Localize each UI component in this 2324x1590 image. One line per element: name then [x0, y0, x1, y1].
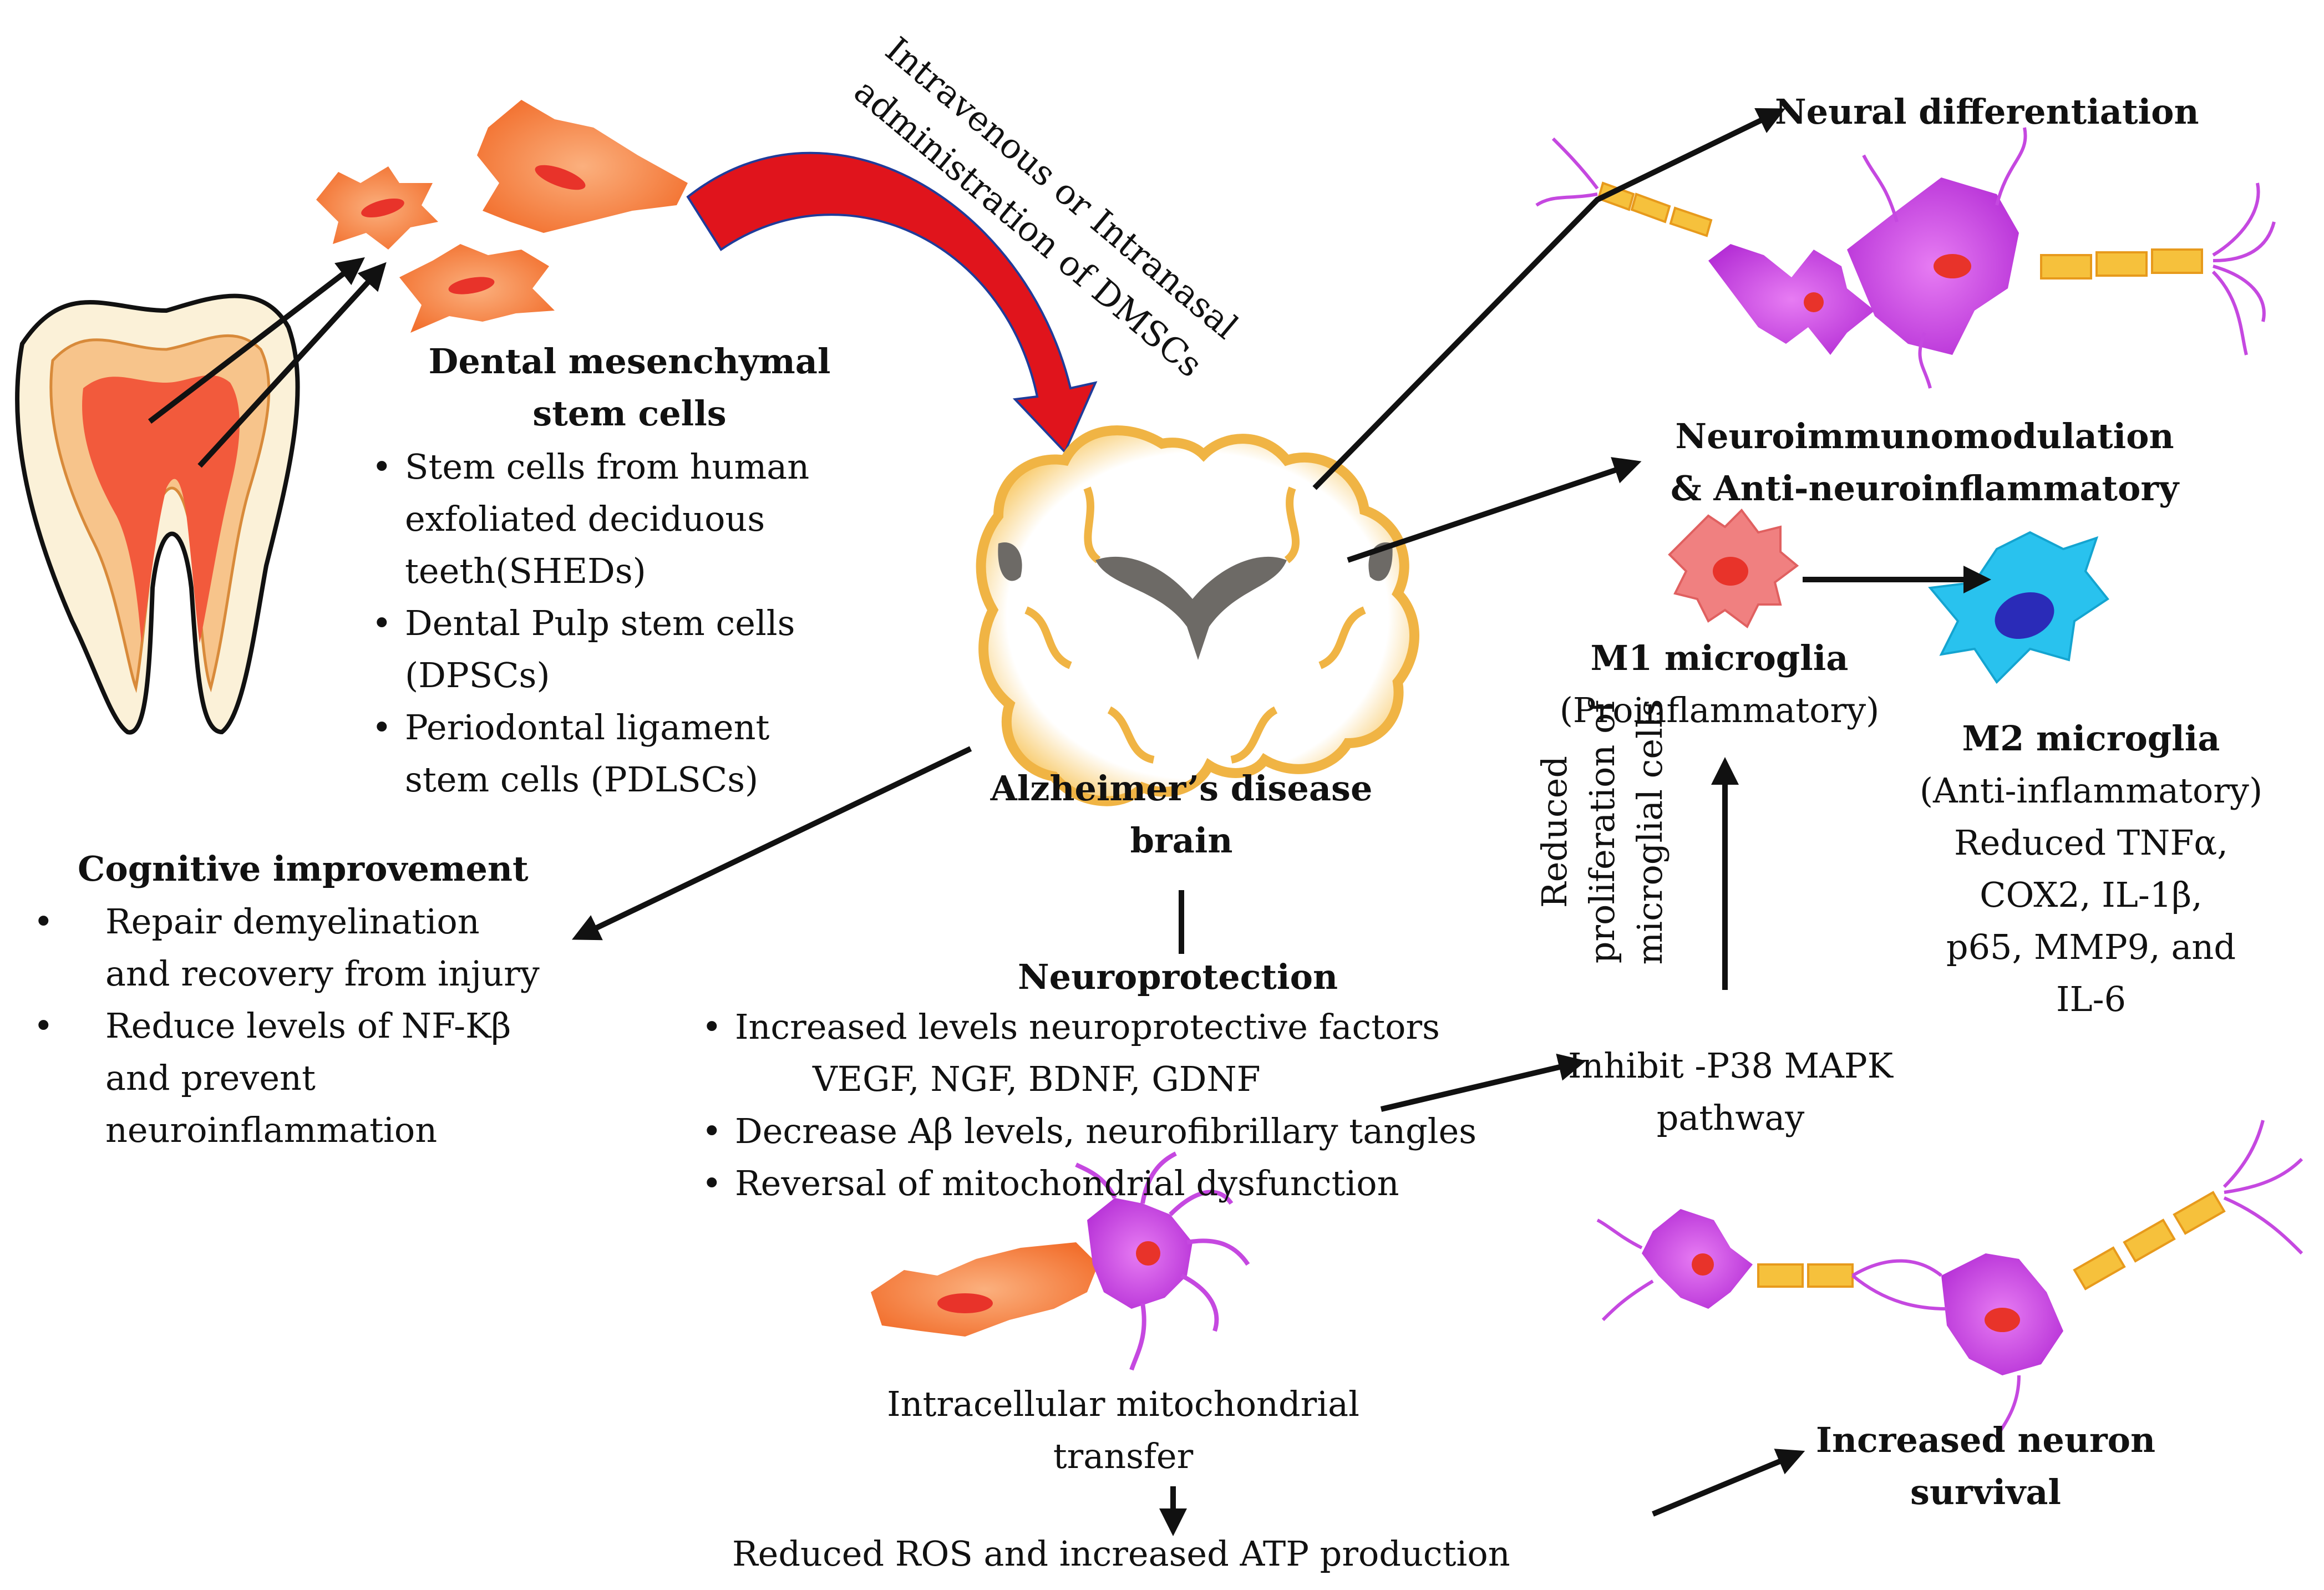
survival-line-2: survival: [1910, 1472, 2061, 1512]
reduced-prolif-line-1: Reduced: [1534, 755, 1575, 908]
tooth-illustration: [15, 293, 300, 735]
m1-microglia-illustration: [1668, 508, 1799, 629]
neuroprotection-item-factors-line-2: VEGF, NGF, BDNF, GDNF: [813, 1059, 1261, 1099]
cognitive-item-demyelination-line-1: Repair demyelination: [105, 901, 480, 942]
dmsc-item-pdlscs: Periodontal ligament stem cells (PDLSCs): [366, 702, 893, 806]
cognitive-item-demyelination-line-2: and recovery from injury: [105, 953, 540, 994]
cognitive-item-nfkb-line-1: Reduce levels of NF-Kβ: [105, 1005, 511, 1046]
dmsc-item-sheds-line-1: Stem cells from human: [405, 446, 810, 487]
dmsc-item-pdlscs-line-1: Periodontal ligament: [405, 707, 770, 748]
mito-transfer-label: Intracellular mitochondrial transfer: [832, 1378, 1414, 1482]
p38-line-1: Inhibit -P38 MAPK: [1568, 1045, 1893, 1086]
m1-label: M1 microglia (Proinflammatory): [1520, 632, 1919, 736]
dmsc-title: Dental mesenchymal stem cells: [383, 336, 876, 440]
mito-transfer-line-1: Intracellular mitochondrial: [887, 1384, 1359, 1424]
neuroprotection-title: Neuroprotection: [1018, 957, 1338, 997]
reduced-prolif-line-2: proliferation of: [1582, 700, 1622, 964]
arrow-brain-to-cognitive: [571, 746, 972, 941]
brain-label-line-2: brain: [1130, 820, 1233, 861]
dmsc-cells-illustration: [316, 100, 688, 333]
m1-subtitle: (Proinflammatory): [1559, 690, 1880, 730]
cognitive-list: Repair demyelination and recovery from i…: [28, 896, 638, 1156]
arrow-brain-to-neural-diff: [1312, 108, 1785, 490]
arrow-ros-to-survival: [1652, 1449, 1805, 1517]
brain-illustration: [976, 425, 1419, 806]
neuroimmuno-line-1: Neuroimmunomodulation: [1675, 416, 2174, 456]
ros-label: Reduced ROS and increased ATP production: [732, 1533, 1510, 1574]
m2-detail-2: COX2, IL-1β,: [1980, 875, 2203, 915]
m2-detail-3: p65, MMP9, and: [1946, 927, 2236, 967]
mito-transfer-line-2: transfer: [1053, 1436, 1194, 1476]
m2-detail-1: Reduced TNFα,: [1953, 822, 2228, 863]
mito-transfer-illustration: [871, 1151, 1250, 1371]
dmsc-item-dpscs-line-1: Dental Pulp stem cells: [405, 603, 795, 643]
arrow-tooth-to-cell-a: [148, 257, 365, 424]
dmsc-title-line-2: stem cells: [532, 393, 727, 434]
arrow-tooth-to-cell-b: [197, 262, 387, 468]
cognitive-item-nfkb-line-3: neuroinflammation: [105, 1110, 438, 1150]
dmsc-item-pdlscs-line-2: stem cells (PDLSCs): [405, 759, 759, 800]
m2-label: M2 microglia (Anti-inflammatory) Reduced…: [1875, 713, 2307, 1025]
m1-title: M1 microglia: [1590, 638, 1849, 678]
neuroprotection-item-mito: Reversal of mitochondrial dysfunction: [696, 1157, 1584, 1210]
cognitive-title: Cognitive improvement: [78, 849, 529, 889]
m2-microglia-illustration: [1928, 531, 2109, 684]
reduced-prolif-line-3: microglial cells: [1630, 699, 1670, 965]
m2-subtitle: (Anti-inflammatory): [1919, 770, 2263, 811]
neural-diff-label: Neural differentiation: [1775, 92, 2199, 132]
neuroprotection-item-abeta-line-1: Decrease Aβ levels, neurofibrillary tang…: [735, 1111, 1477, 1151]
dmsc-item-dpscs: Dental Pulp stem cells (DPSCs): [366, 597, 893, 702]
dmsc-title-line-1: Dental mesenchymal: [428, 341, 831, 382]
survival-line-1: Increased neuron: [1815, 1420, 2156, 1460]
neuroprotection-list: Increased levels neuroprotective factors…: [696, 1001, 1584, 1210]
dmsc-list: Stem cells from human exfoliated deciduo…: [366, 441, 893, 806]
neuroprotection-item-abeta: Decrease Aβ levels, neurofibrillary tang…: [696, 1105, 1584, 1157]
p38-line-2: pathway: [1656, 1098, 1805, 1138]
cognitive-item-nfkb-line-2: and prevent: [105, 1058, 316, 1098]
neuroprotection-item-mito-line-1: Reversal of mitochondrial dysfunction: [735, 1163, 1399, 1203]
survival-label: Increased neuron survival: [1764, 1414, 2208, 1518]
dmsc-item-sheds-line-2: exfoliated deciduous: [405, 499, 765, 539]
cognitive-item-nfkb: Reduce levels of NF-Kβ and prevent neuro…: [28, 1000, 638, 1156]
neuroimmuno-line-2: & Anti-neuroinflammatory: [1670, 468, 2179, 509]
cognitive-item-demyelination: Repair demyelination and recovery from i…: [28, 896, 638, 1000]
m2-detail-4: IL-6: [2056, 979, 2127, 1019]
neuroprotection-item-factors-line-1: Increased levels neuroprotective factors: [735, 1007, 1440, 1047]
dmsc-item-sheds: Stem cells from human exfoliated deciduo…: [366, 441, 893, 597]
p38-label: Inhibit -P38 MAPK pathway: [1542, 1040, 1919, 1144]
m2-title: M2 microglia: [1962, 718, 2220, 759]
administration-arrow: [686, 151, 1098, 454]
neuron-illustration-top: [1535, 127, 2276, 389]
neuroprotection-item-factors: Increased levels neuroprotective factors…: [696, 1001, 1584, 1105]
arrow-brain-to-neuroimmuno: [1347, 457, 1642, 563]
brain-label-line-1: Alzheimer’s disease: [990, 768, 1373, 809]
reduced-prolif-label: Reduced proliferation of microglial cell…: [1531, 693, 1697, 971]
dmsc-item-sheds-line-3: teeth(SHEDs): [405, 551, 646, 591]
neuron-illustration-bottom: [1596, 1120, 2303, 1437]
brain-label: Alzheimer’s disease brain: [932, 763, 1431, 867]
neuroimmuno-label: Neuroimmunomodulation & Anti-neuroinflam…: [1620, 410, 2230, 515]
dmsc-item-dpscs-line-2: (DPSCs): [405, 655, 550, 695]
